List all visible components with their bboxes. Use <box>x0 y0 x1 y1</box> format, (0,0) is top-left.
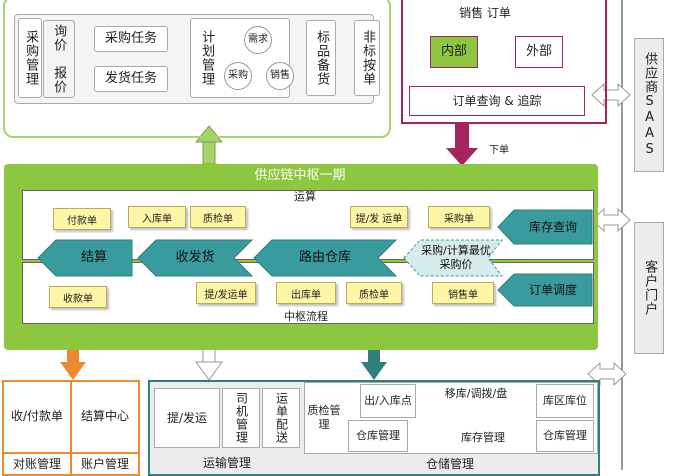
order-dispatch-node-shape <box>497 273 593 307</box>
qc-slip-top-note: 质检单 <box>190 206 246 228</box>
delivery-task-box: 发货任务 <box>94 66 168 92</box>
purchase-circle: 采购 <box>224 62 252 90</box>
hub-title: 供应链中枢一期 <box>254 167 346 183</box>
finance-divider-h <box>2 452 140 454</box>
purchase-calc-node[interactable]: 采购/计算最优采购价 <box>421 244 491 271</box>
purchase-slip-note: 采购单 <box>428 206 490 228</box>
purchase-task-box: 采购任务 <box>94 26 168 52</box>
area-box[interactable]: 库区库位 <box>536 384 594 418</box>
driver-box[interactable]: 司机管理 <box>222 388 260 448</box>
sales-circle: 销售 <box>266 62 294 90</box>
settle-center-box[interactable]: 结算中心 <box>80 408 129 423</box>
warehouse-title: 仓储管理 <box>425 456 474 471</box>
wh-mgmt-box[interactable]: 仓库管理 <box>348 420 408 452</box>
account-box[interactable]: 账户管理 <box>80 456 129 471</box>
outbound-slip-note: 出库单 <box>276 282 336 304</box>
customer-portal-panel[interactable]: 客户门户 <box>634 222 664 354</box>
purchase-calc-node-shape <box>403 239 504 277</box>
receipt-slip-note: 收款单 <box>49 286 107 308</box>
order-dispatch-node[interactable]: 订单调度 <box>528 282 577 297</box>
ops-label: 运算 <box>294 190 316 204</box>
quote-label: 报价 <box>51 66 67 94</box>
stock-query-node[interactable]: 库存查询 <box>528 219 577 234</box>
transport-title: 运输管理 <box>202 455 251 470</box>
sales-order-panel <box>401 0 607 124</box>
payment-slip-note: 付款单 <box>53 208 111 230</box>
receive-pay-box[interactable]: 收/付款单 <box>10 408 64 423</box>
settle-node[interactable]: 结算 <box>80 249 107 265</box>
non-standard-box: 非标按单 <box>354 20 380 96</box>
sales-order-title: 销售 订单 <box>459 5 511 20</box>
internal-button[interactable]: 内部 <box>430 36 478 68</box>
waybill-box[interactable]: 运单配送 <box>262 388 300 448</box>
qc-slip-bottom-note: 质检单 <box>346 282 402 304</box>
inquiry-quote-box <box>43 20 75 98</box>
side-arrow-1 <box>591 82 631 108</box>
inbound-slip-note: 入库单 <box>128 206 186 228</box>
recv-ship-node[interactable]: 收发货 <box>175 249 215 265</box>
settle-node-shape <box>37 239 133 277</box>
stock-mgmt-box[interactable]: 库存管理 <box>461 431 505 445</box>
reconcile-box[interactable]: 对账管理 <box>12 456 61 471</box>
route-wh-node-shape <box>253 239 398 277</box>
finance-divider-v <box>70 380 72 476</box>
move-box[interactable]: 移库/调拨/盘 <box>444 387 508 401</box>
wh-mgmt2-box[interactable]: 仓库管理 <box>536 420 594 452</box>
supplier-saas-panel[interactable]: 供应商SAAS <box>634 38 664 172</box>
order-query-box[interactable]: 订单查询 & 追踪 <box>409 86 585 116</box>
purchase-mgmt-box: 采购管理 <box>18 18 42 98</box>
side-arrow-3 <box>587 361 627 387</box>
flow-label: 中枢流程 <box>284 310 328 324</box>
stock-query-node-shape <box>497 209 593 245</box>
in-out-box[interactable]: 出/入库点 <box>360 384 416 418</box>
external-button[interactable]: 外部 <box>515 36 563 68</box>
down-order-label: 下单 <box>489 144 509 156</box>
green-up-arrow <box>194 125 224 165</box>
route-wh-node[interactable]: 路由仓库 <box>298 249 351 265</box>
ship-slip-bottom-note: 提/发运单 <box>196 282 256 304</box>
standard-stock-box: 标品备货 <box>306 20 336 96</box>
sales-slip-note: 销售单 <box>432 282 494 304</box>
inquiry-label: 询价 <box>51 24 67 52</box>
plan-mgmt-label: 计划管理 <box>199 30 215 86</box>
maroon-down-arrow <box>446 124 478 166</box>
qc-mgmt-box[interactable]: 质检管理 <box>307 404 341 431</box>
procurement-panel <box>3 0 391 138</box>
warehouse-inner <box>304 382 598 454</box>
ship-box[interactable]: 提/发运 <box>154 388 220 448</box>
recv-ship-node-shape <box>137 239 254 277</box>
demand-circle: 需求 <box>244 26 272 54</box>
ship-slip-top-note: 提/发 运单 <box>350 206 408 228</box>
side-arrow-2 <box>591 207 631 233</box>
